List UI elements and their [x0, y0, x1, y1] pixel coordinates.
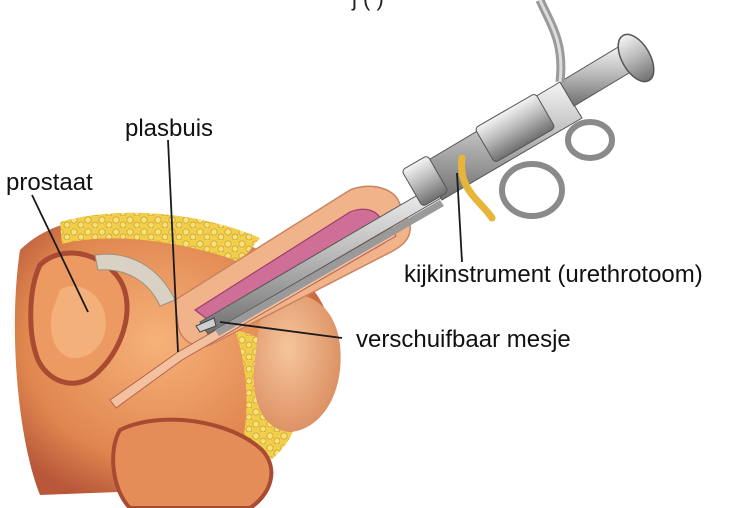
label-prostate: prostaat	[6, 171, 93, 195]
label-instrument: kijkinstrument (urethrotoom)	[404, 263, 703, 287]
finger-ring-upper	[568, 122, 612, 158]
top-caption-fragment: j ( )	[352, 0, 384, 12]
label-urethra: plasbuis	[125, 117, 213, 141]
label-knife: verschuifbaar mesje	[356, 328, 571, 352]
finger-ring-lower	[502, 164, 562, 216]
